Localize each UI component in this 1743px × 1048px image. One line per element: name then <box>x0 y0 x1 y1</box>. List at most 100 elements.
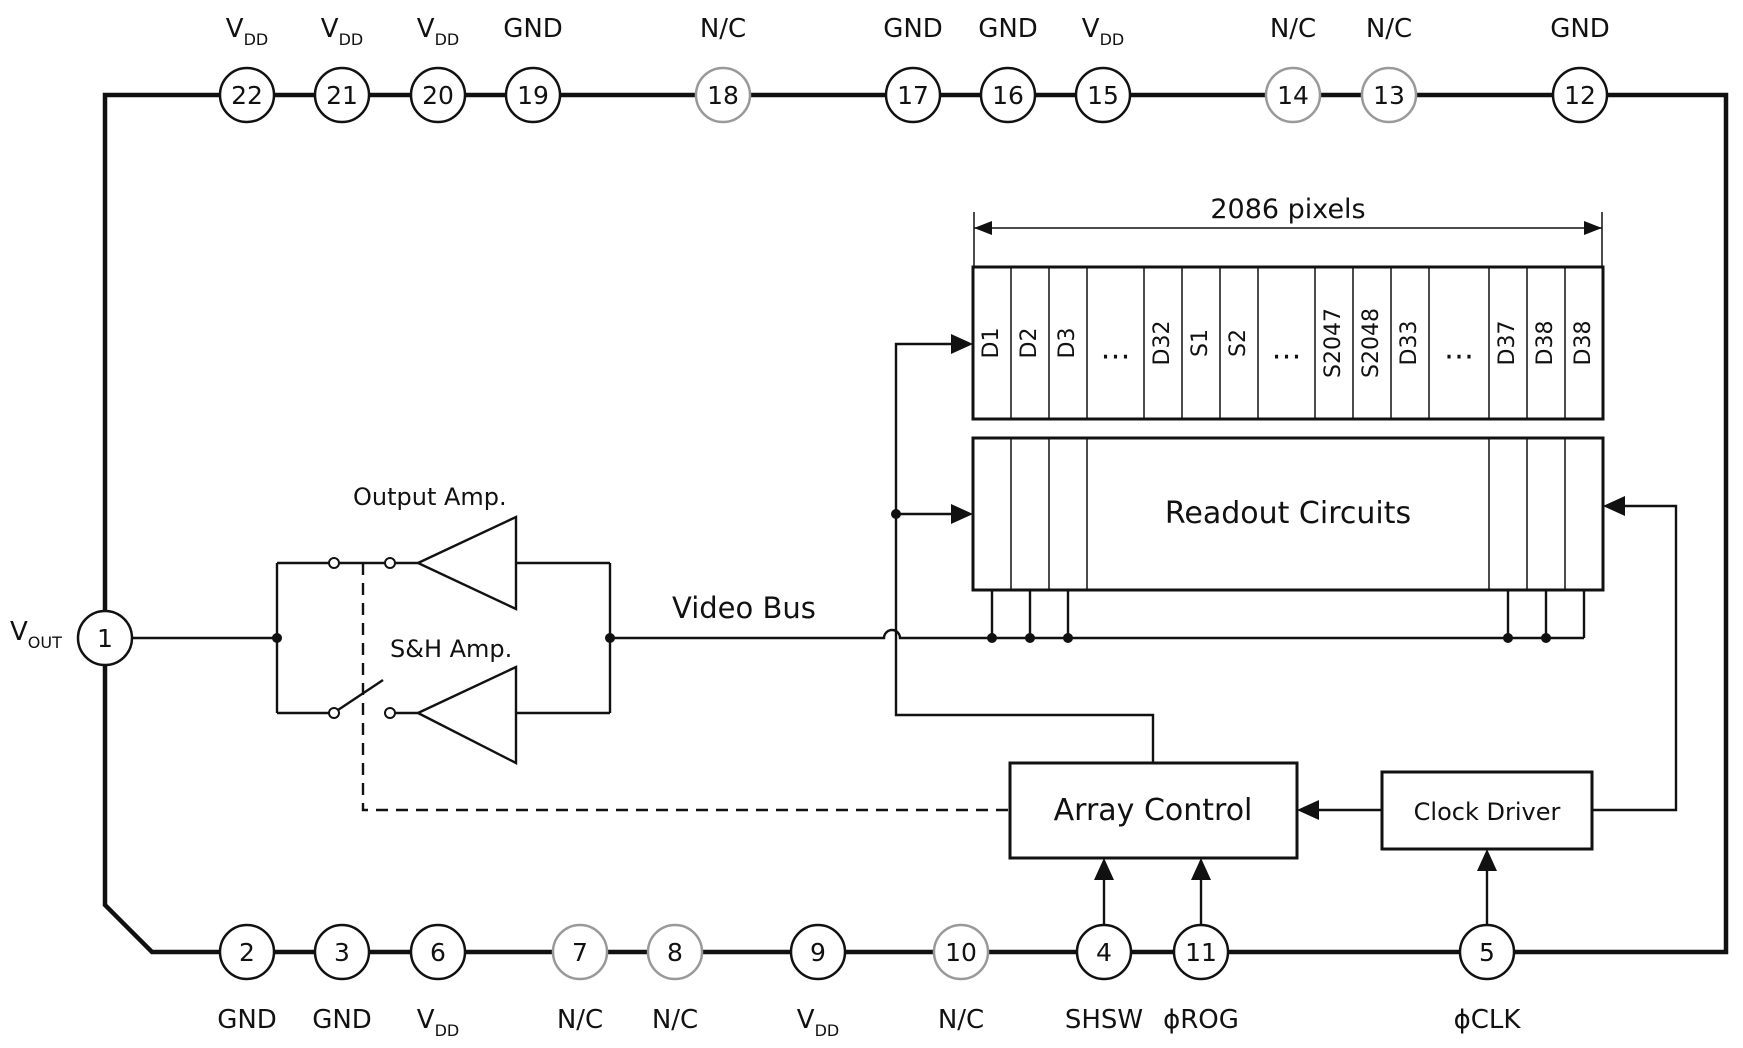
pin-19: 19 GND <box>503 14 563 124</box>
pixel-cell-label: D3 <box>1055 328 1080 359</box>
pin-17-label: GND <box>883 14 943 44</box>
pin-16-number: 16 <box>992 81 1024 110</box>
pixel-cell-label: D32 <box>1150 321 1175 366</box>
pixel-cell-label: D33 <box>1397 321 1422 366</box>
pin-16-label: GND <box>978 14 1038 44</box>
pin-22: 22 VDD <box>218 14 276 124</box>
pixel-cell-label: D1 <box>979 328 1004 359</box>
pin-20-label: VDD <box>417 14 459 49</box>
pin-18: 18N/C <box>694 14 752 124</box>
pixel-cell-label: S2048 <box>1359 308 1384 378</box>
pin-1-number: 1 <box>97 624 113 653</box>
pin-3-label: GND <box>312 1005 372 1035</box>
pixel-array <box>971 265 1605 421</box>
pixel-cell-label: … <box>1444 332 1474 367</box>
array-control-box <box>1008 761 1299 860</box>
readout-circuits-label: Readout Circuits <box>1165 496 1411 531</box>
pixel-cell-label: S2047 <box>1321 308 1346 378</box>
pixel-cells: D1 D2 D3 … D32 S1 S2 … S2047 S2048 D33 … D37 D38 D38 <box>979 267 1596 419</box>
pin-2-label: GND <box>217 1005 277 1035</box>
pin-13: 13 N/C <box>1360 14 1418 124</box>
pin-3-number: 3 <box>334 938 350 967</box>
pin-14-number: 14 <box>1277 81 1309 110</box>
pixel-cell-label: S1 <box>1188 329 1213 357</box>
pixels-label: 2086 pixels <box>1210 194 1365 225</box>
pin-12: 12 GND <box>1550 14 1610 124</box>
pin-11: 11 ϕROG <box>1163 923 1239 1035</box>
pin-18-number: 18 <box>707 81 739 110</box>
video-bus <box>610 628 1584 640</box>
pin-21: 21 VDD <box>313 14 371 124</box>
pixels-arrow-right <box>1584 221 1602 235</box>
pin-input-arrows <box>1094 849 1497 925</box>
pin-21-label: VDD <box>321 14 363 49</box>
top-pins: 22VDD21VDD20VDD19GND18N/C17GND16GND15VDD… <box>218 14 1610 124</box>
pin-11-number: 11 <box>1185 938 1217 967</box>
pin-7-label: N/C <box>557 1005 603 1035</box>
pin-19-label: GND <box>503 14 563 44</box>
pixel-cell-label: D38 <box>1571 321 1596 366</box>
pin-2-number: 2 <box>239 938 255 967</box>
sh-switch <box>337 679 384 711</box>
array-control-routing <box>891 334 1155 763</box>
pin-17: 17 GND <box>883 14 943 124</box>
pin-1: 1 <box>76 609 134 667</box>
sh-amp-label: S&H Amp. <box>390 635 512 663</box>
pin-12-label: GND <box>1550 14 1610 44</box>
pin-15-label: VDD <box>1082 14 1124 49</box>
readout-taps <box>987 590 1586 643</box>
pin-13-label: N/C <box>1366 14 1412 44</box>
pin-1-label: VOUT <box>10 617 62 652</box>
pin-14-label: N/C <box>1270 14 1316 44</box>
switch-control-dashed-line <box>361 563 1010 812</box>
pixel-cell-label: D2 <box>1017 328 1042 359</box>
pin-16: 16 GND <box>978 14 1038 124</box>
output-amp-branch <box>275 515 612 713</box>
pin-6-label: VDD <box>417 1005 459 1040</box>
pin-5-label: ϕCLK <box>1454 1005 1522 1035</box>
pin-19-number: 19 <box>517 81 549 110</box>
pin-22-number: 22 <box>231 81 263 110</box>
pin-8-number: 8 <box>667 938 683 967</box>
pin-14: 14 N/C <box>1264 14 1322 124</box>
pixel-cell-label: D37 <box>1495 321 1520 366</box>
pin-12-number: 12 <box>1564 81 1596 110</box>
pin-17-number: 17 <box>897 81 929 110</box>
pixel-cell-label: S2 <box>1226 329 1251 357</box>
pixel-cell-label: D38 <box>1533 321 1558 366</box>
pin-9-label: VDD <box>797 1005 839 1040</box>
pin-10-number: 10 <box>945 938 977 967</box>
pin-10-label: N/C <box>938 1005 984 1035</box>
clock-to-array-routing <box>1297 800 1382 820</box>
pin-10: 10N/C <box>932 923 990 1035</box>
clock-driver-box <box>1380 770 1594 851</box>
pixel-cell-label: … <box>1101 332 1131 367</box>
pin-7: 7N/C <box>551 923 609 1035</box>
pin-11-label: ϕROG <box>1163 1005 1239 1035</box>
video-bus-label: Video Bus <box>672 591 816 625</box>
pixel-cell-label: … <box>1272 332 1302 367</box>
pin-8: 8N/C <box>646 923 704 1035</box>
bottom-pins: 2GND3GND6VDD7N/C8N/C9VDD10N/C4SHSW11ϕROG… <box>217 923 1522 1040</box>
clock-driver-label: Clock Driver <box>1414 798 1561 826</box>
pin-21-number: 21 <box>326 81 358 110</box>
pin-8-label: N/C <box>652 1005 698 1035</box>
pin-13-number: 13 <box>1373 81 1405 110</box>
pin-15: 15 VDD <box>1074 14 1132 124</box>
readout-circuits-box <box>971 436 1605 592</box>
pixels-arrow-left <box>974 221 992 235</box>
pin-6-number: 6 <box>430 938 446 967</box>
pin-22-label: VDD <box>226 14 268 49</box>
sh-amp-branch <box>277 665 610 765</box>
readout-dividers <box>1010 438 1566 590</box>
pin-4-label: SHSW <box>1065 1005 1143 1035</box>
output-amp-label: Output Amp. <box>353 483 507 511</box>
pin-15-number: 15 <box>1087 81 1119 110</box>
pin-9-number: 9 <box>810 938 826 967</box>
